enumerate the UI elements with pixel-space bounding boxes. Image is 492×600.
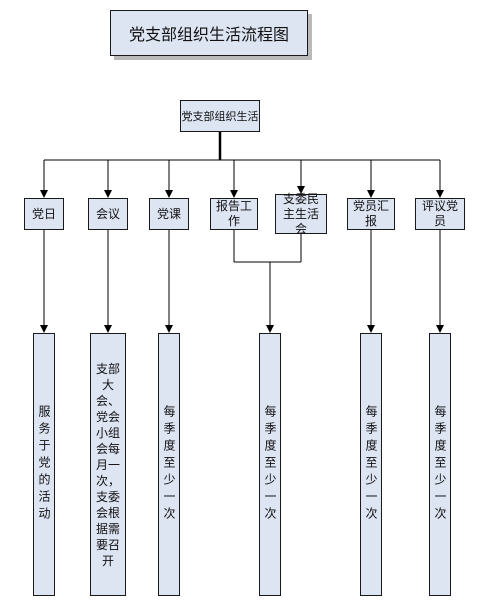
category-member-review: 评议党员 [415, 198, 465, 230]
leaf-member-review: 每季度至少一次 [429, 333, 451, 596]
category-member-report: 党员汇报 [347, 198, 395, 230]
category-report-work: 报告工作 [210, 198, 258, 230]
leaf-party-day: 服务于党的活动 [33, 333, 55, 596]
leaf-member-report: 每季度至少一次 [360, 333, 382, 596]
category-dangke: 党课 [149, 198, 189, 230]
category-huiyi: 会议 [88, 198, 128, 230]
category-committee-meeting: 支委民主生活会 [275, 192, 327, 236]
root-node: 党支部组织生活 [180, 100, 260, 132]
leaf-party-lesson: 每季度至少一次 [158, 333, 180, 596]
leaf-report-and-committee: 每季度至少一次 [259, 333, 281, 596]
page-title: 党支部组织生活流程图 [110, 10, 308, 56]
category-dangri: 党日 [24, 198, 64, 230]
leaf-meeting: 支部大会、党会小组会每月一次，支委会根据需要召开 [90, 333, 126, 596]
